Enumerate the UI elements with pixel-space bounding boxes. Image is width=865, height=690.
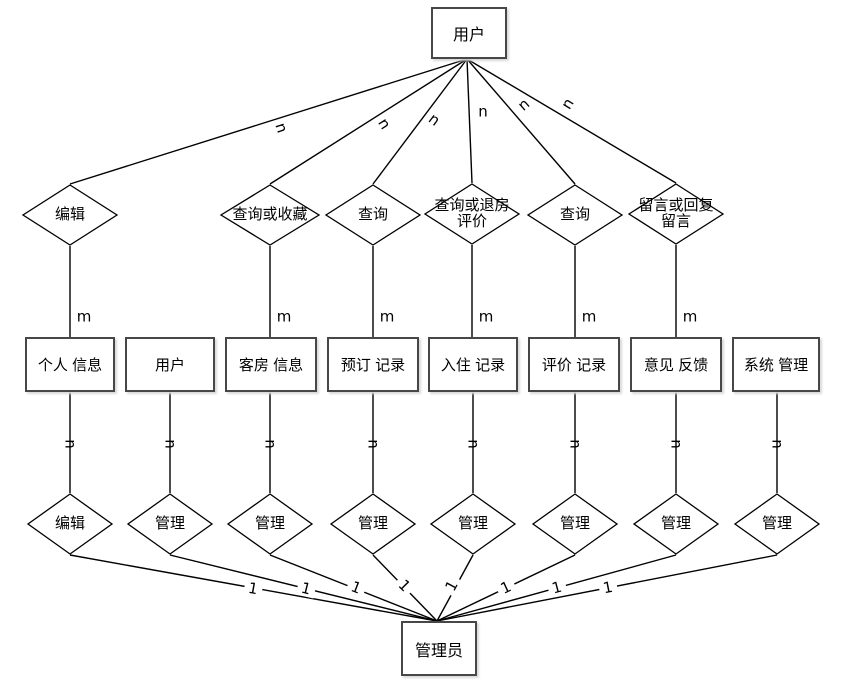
cardinality-m-3: m	[379, 307, 395, 326]
relationship-label: 管理	[254, 515, 285, 532]
cardinality-n-low-3: n	[261, 439, 280, 449]
entity-label: 预订 记录	[340, 357, 406, 374]
cardinality-m-4: m	[478, 307, 494, 326]
cardinality-n-4: n	[478, 102, 488, 121]
relationship-query-1: 查询	[324, 184, 422, 246]
relationship-label: 留言或回复 留言	[638, 197, 714, 230]
cardinality-one-1: 1	[243, 579, 263, 598]
entity-room-info: 客房 信息	[225, 337, 317, 392]
entity-personal-info: 个人 信息	[25, 337, 115, 392]
relationship-query-or-favorite: 查询或收藏	[219, 184, 321, 246]
cardinality-n-low-8: n	[768, 439, 787, 449]
relationship-label: 管理	[660, 515, 691, 532]
relationship-label: 编辑	[54, 515, 85, 532]
relationship-label: 管理	[154, 515, 185, 532]
cardinality-n-low-2: n	[161, 439, 180, 449]
relationship-label: 管理	[559, 515, 590, 532]
entity-user: 用户	[125, 337, 215, 392]
entity-system-management: 系统 管理	[732, 337, 820, 392]
entity-admin-label: 管理员	[414, 642, 463, 660]
entity-label: 客房 信息	[238, 357, 304, 374]
relationship-edit-upper: 编辑	[21, 184, 119, 246]
entity-user-top-label: 用户	[452, 27, 485, 44]
relationship-manage-2: 管理	[226, 493, 314, 555]
cardinality-n-low-6: n	[566, 439, 585, 449]
cardinality-m-6: m	[682, 307, 698, 326]
relationship-manage-7: 管理	[733, 493, 821, 555]
relationship-query-2: 查询	[526, 184, 624, 246]
relationship-label: 管理	[357, 515, 388, 532]
cardinality-m-1: m	[76, 307, 92, 326]
entity-label: 用户	[154, 357, 185, 374]
entity-review-record: 评价 记录	[528, 337, 620, 392]
cardinality-n-low-7: n	[667, 439, 686, 449]
cardinality-m-2: m	[276, 307, 292, 326]
entity-admin-bottom: 管理员	[401, 621, 477, 676]
relationship-edit-lower: 编辑	[26, 493, 114, 555]
entity-user-top: 用户	[431, 7, 507, 59]
cardinality-n-low-4: n	[364, 439, 383, 449]
relationship-manage-5: 管理	[531, 493, 619, 555]
relationship-label: 查询	[559, 206, 590, 223]
entity-checkin-record: 入住 记录	[428, 337, 518, 392]
relationship-manage-3: 管理	[329, 493, 417, 555]
entity-feedback: 意见 反馈	[630, 337, 722, 392]
relationship-query-or-checkout-review: 查询或退房 评价	[423, 183, 521, 245]
entity-booking-record: 预订 记录	[327, 337, 419, 392]
entity-label: 系统 管理	[743, 357, 809, 374]
relationship-label: 管理	[761, 515, 792, 532]
relationship-label: 查询或退房 评价	[434, 197, 510, 230]
cardinality-one-2: 1	[295, 579, 317, 598]
relationship-manage-4: 管理	[429, 493, 517, 555]
entity-label: 意见 反馈	[643, 357, 709, 374]
cardinality-m-5: m	[581, 307, 597, 326]
cardinality-n-low-1: n	[61, 439, 80, 449]
relationship-manage-6: 管理	[632, 493, 720, 555]
relationship-label: 查询或收藏	[232, 206, 308, 223]
cardinality-n-low-5: n	[464, 439, 483, 449]
entity-label: 入住 记录	[440, 357, 506, 374]
relationship-label: 查询	[357, 206, 388, 223]
relationship-message-or-reply: 留言或回复 留言	[627, 183, 725, 245]
entity-label: 个人 信息	[37, 357, 103, 374]
entity-label: 评价 记录	[541, 357, 607, 374]
relationship-manage-1: 管理	[126, 493, 214, 555]
relationship-label: 编辑	[54, 206, 85, 223]
relationship-label: 管理	[457, 515, 488, 532]
